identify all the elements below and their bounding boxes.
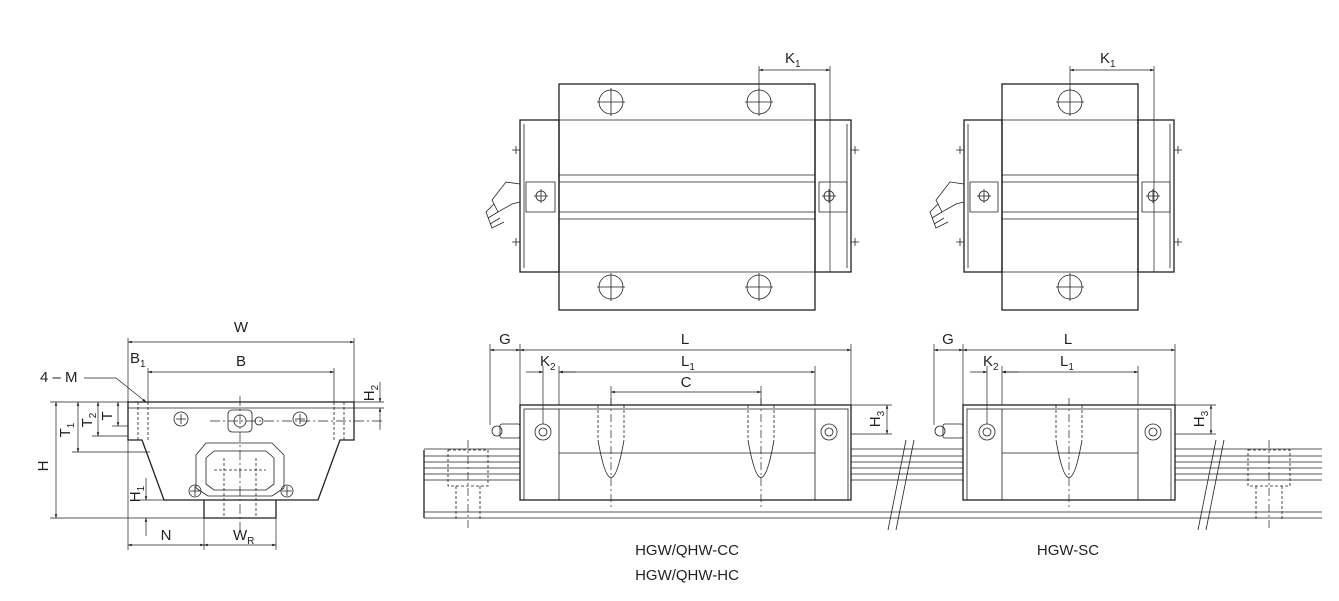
- block-outline: [127, 401, 355, 501]
- caption-sc: HGW-SC: [1037, 542, 1099, 559]
- caption-hc: HGW/QHW-HC: [635, 567, 739, 584]
- front-view: W B B1 4 – M H T1 T2 T H2: [35, 319, 384, 550]
- label-K1-short: K1: [1100, 50, 1116, 70]
- label-L-short: L: [1064, 331, 1072, 348]
- label-B: B: [236, 353, 246, 370]
- label-H: H: [35, 461, 52, 472]
- grease-nipple-icon: [485, 181, 521, 229]
- side-view: G L K2 L1 C H3 G L K2 L1: [423, 331, 1322, 531]
- bolt-hole-icon: [512, 88, 859, 301]
- grease-nipple-icon: [491, 423, 521, 439]
- grease-nipple-icon: [934, 423, 964, 439]
- label-L1: L1: [681, 353, 695, 373]
- label-W: W: [234, 319, 249, 336]
- label-G-short: G: [942, 331, 954, 348]
- screw-icon: [173, 411, 308, 498]
- top-view-short: K1: [929, 50, 1182, 311]
- label-G: G: [499, 331, 511, 348]
- label-K2: K2: [540, 353, 556, 373]
- label-C: C: [681, 374, 692, 391]
- label-T: T: [99, 411, 116, 420]
- bolt-hole-icon: [956, 88, 1182, 301]
- top-view-long: K1: [485, 50, 859, 311]
- caption-cc: HGW/QHW-CC: [635, 542, 739, 559]
- rail-lines: [424, 448, 1322, 519]
- label-K1: K1: [785, 50, 801, 70]
- label-B1: B1: [130, 350, 146, 370]
- label-4-M: 4 – M: [40, 369, 78, 386]
- label-L: L: [681, 331, 689, 348]
- label-H3-short: H3: [1191, 410, 1211, 427]
- grease-nipple-icon: [929, 181, 965, 229]
- label-L1-short: L1: [1060, 353, 1074, 373]
- label-K2-short: K2: [983, 353, 999, 373]
- label-H1: H1: [127, 485, 147, 502]
- label-H2: H2: [361, 384, 381, 401]
- label-N: N: [161, 527, 172, 544]
- label-WR: WR: [233, 527, 254, 547]
- label-T1: T1: [57, 422, 77, 437]
- label-T2: T2: [79, 412, 99, 427]
- label-H3: H3: [867, 410, 887, 427]
